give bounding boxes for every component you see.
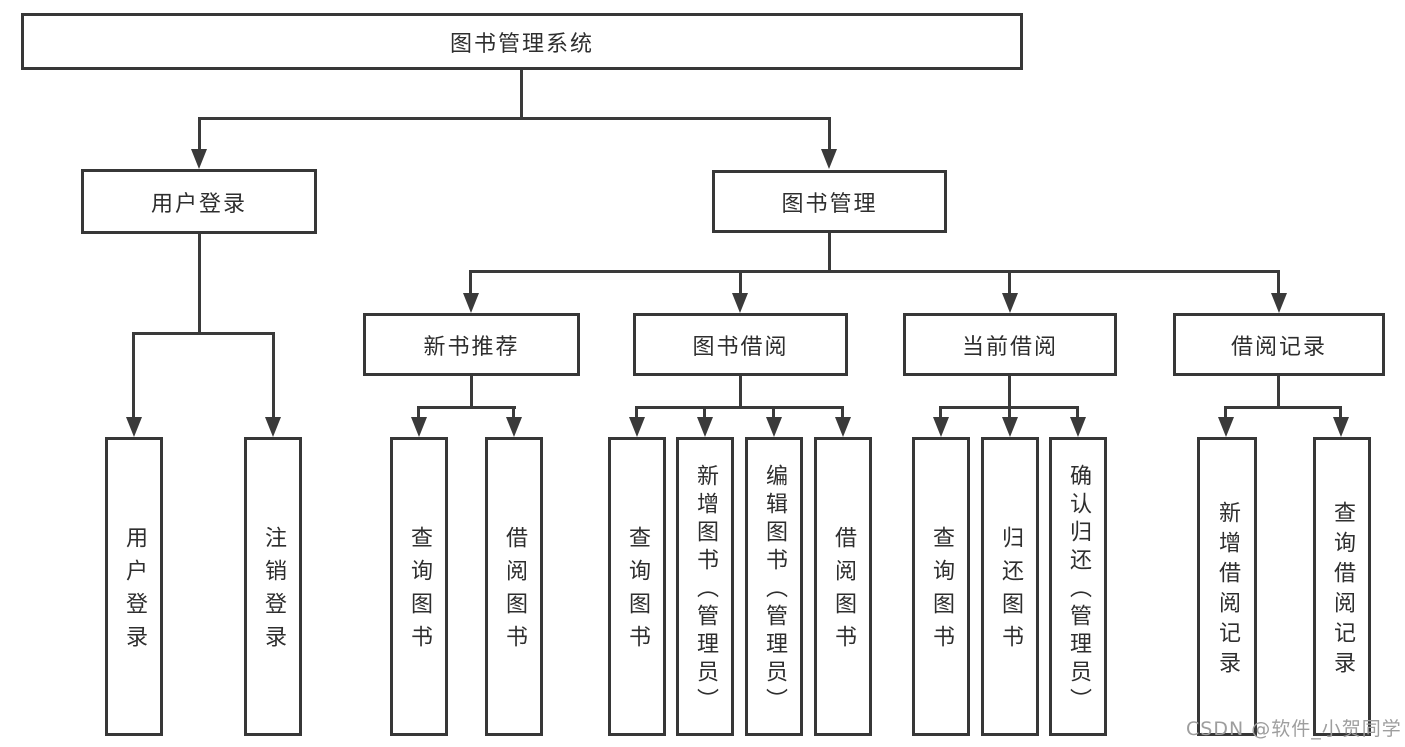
connector-line	[635, 406, 844, 409]
leaf-query-book-current-label: 查询图书	[929, 526, 954, 658]
arrow-down-icon	[766, 417, 782, 437]
connector-line	[841, 406, 844, 420]
arrow-down-icon	[697, 417, 713, 437]
leaf-query-book-borrow-label: 查询图书	[625, 526, 650, 658]
arrow-down-icon	[191, 149, 207, 169]
leaf-confirm-return-admin-label: 确认归还（管理员）	[1066, 463, 1091, 716]
connector-line	[272, 332, 275, 418]
arrow-down-icon	[1218, 417, 1234, 437]
connector-line	[198, 117, 201, 151]
arrow-down-icon	[629, 417, 645, 437]
leaf-query-book-recommend: 查询图书	[390, 437, 448, 736]
leaf-query-book-borrow: 查询图书	[608, 437, 666, 736]
connector-line	[132, 332, 275, 335]
leaf-query-borrow-record-label: 查询借阅记录	[1330, 500, 1355, 681]
leaf-borrow-book: 借阅图书	[814, 437, 872, 736]
leaf-add-book-admin-label: 新增图书（管理员）	[693, 463, 718, 716]
arrow-down-icon	[1333, 417, 1349, 437]
connector-line	[469, 270, 472, 296]
leaf-return-book: 归还图书	[981, 437, 1039, 736]
leaf-add-borrow-record-label: 新增借阅记录	[1215, 500, 1240, 681]
leaf-edit-book-admin: 编辑图书（管理员）	[745, 437, 803, 736]
arrow-down-icon	[265, 417, 281, 437]
arrow-down-icon	[835, 417, 851, 437]
leaf-return-book-label: 归还图书	[998, 526, 1023, 658]
leaf-borrow-book-label: 借阅图书	[831, 526, 856, 658]
node-borrow-record: 借阅记录	[1173, 313, 1385, 376]
arrow-down-icon	[506, 417, 522, 437]
node-root-label: 图书管理系统	[449, 31, 594, 57]
connector-line	[1008, 270, 1011, 296]
leaf-query-borrow-record: 查询借阅记录	[1313, 437, 1371, 736]
connector-line	[512, 406, 515, 420]
connector-line	[828, 117, 831, 151]
connector-line	[1277, 270, 1280, 296]
connector-line	[417, 406, 516, 409]
node-root: 图书管理系统	[21, 13, 1023, 70]
node-user-login-label: 用户登录	[150, 191, 247, 217]
connector-line	[1076, 406, 1079, 420]
node-book-borrow: 图书借阅	[633, 313, 848, 376]
connector-line	[739, 270, 742, 296]
node-current-borrow: 当前借阅	[903, 313, 1117, 376]
node-user-login: 用户登录	[81, 169, 317, 234]
arrow-down-icon	[1271, 293, 1287, 313]
connector-line	[635, 406, 638, 420]
connector-line	[703, 406, 706, 420]
leaf-borrow-book-recommend: 借阅图书	[485, 437, 543, 736]
arrow-down-icon	[1070, 417, 1086, 437]
connector-line	[198, 117, 831, 120]
node-new-book-recommend: 新书推荐	[363, 313, 580, 376]
leaf-confirm-return-admin: 确认归还（管理员）	[1049, 437, 1107, 736]
connector-line	[470, 376, 473, 409]
connector-line	[939, 406, 942, 420]
connector-line	[1008, 406, 1011, 420]
node-book-management-label: 图书管理	[781, 191, 878, 217]
node-book-borrow-label: 图书借阅	[692, 334, 789, 360]
arrow-down-icon	[463, 293, 479, 313]
arrow-down-icon	[933, 417, 949, 437]
leaf-query-book-current: 查询图书	[912, 437, 970, 736]
connector-line	[1224, 406, 1227, 420]
leaf-edit-book-admin-label: 编辑图书（管理员）	[762, 463, 787, 716]
leaf-add-book-admin: 新增图书（管理员）	[676, 437, 734, 736]
leaf-logout-label: 注销登录	[261, 526, 286, 658]
connector-line	[417, 406, 420, 420]
leaf-user-login: 用户登录	[105, 437, 163, 736]
arrow-down-icon	[1002, 417, 1018, 437]
arrow-down-icon	[126, 417, 142, 437]
connector-line	[1008, 376, 1011, 409]
arrow-down-icon	[411, 417, 427, 437]
csdn-watermark: CSDN @软件_小贺同学	[1186, 718, 1402, 740]
arrow-down-icon	[821, 149, 837, 169]
leaf-user-login-label: 用户登录	[122, 526, 147, 658]
node-borrow-record-label: 借阅记录	[1230, 334, 1327, 360]
connector-line	[520, 70, 523, 120]
connector-line	[1339, 406, 1342, 420]
arrow-down-icon	[1002, 293, 1018, 313]
arrow-down-icon	[732, 293, 748, 313]
connector-line	[1224, 406, 1342, 409]
connector-line	[739, 376, 742, 409]
node-current-borrow-label: 当前借阅	[961, 334, 1058, 360]
connector-line	[469, 270, 1280, 273]
leaf-add-borrow-record: 新增借阅记录	[1197, 437, 1257, 736]
connector-line	[198, 234, 201, 335]
connector-line	[1277, 376, 1280, 409]
leaf-query-book-recommend-label: 查询图书	[407, 526, 432, 658]
leaf-logout: 注销登录	[244, 437, 302, 736]
node-new-book-recommend-label: 新书推荐	[423, 334, 520, 360]
leaf-borrow-book-recommend-label: 借阅图书	[502, 526, 527, 658]
connector-line	[132, 332, 135, 418]
connector-line	[828, 233, 831, 273]
node-book-management: 图书管理	[712, 170, 947, 233]
connector-line	[772, 406, 775, 420]
